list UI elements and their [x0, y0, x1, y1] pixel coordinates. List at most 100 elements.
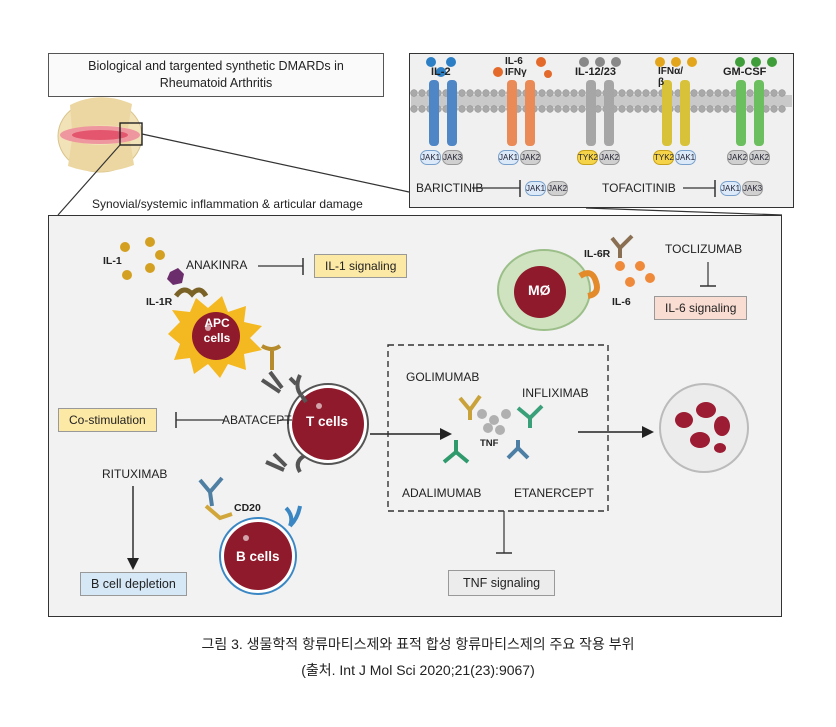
- lipid-head: [746, 89, 754, 97]
- il6-label: IL-6: [612, 296, 631, 308]
- lipid-head: [578, 89, 586, 97]
- damaged-cell: [659, 383, 749, 473]
- lipid-head: [618, 89, 626, 97]
- jak-badge: JAK2: [599, 150, 620, 165]
- lipid-head: [410, 89, 418, 97]
- infliximab-antibody: [516, 404, 544, 428]
- lipid-head: [418, 89, 426, 97]
- il1-label: IL-1: [103, 255, 122, 267]
- jak-badge: JAK3: [442, 150, 463, 165]
- cd20-receptor: [204, 504, 233, 521]
- lipid-head: [482, 89, 490, 97]
- lipid-head: [490, 89, 498, 97]
- b-cells-label: B cells: [236, 549, 280, 564]
- lipid-head: [466, 89, 474, 97]
- lipid-head: [722, 105, 730, 113]
- apc-cell: [168, 296, 262, 378]
- adalimumab-label: ADALIMUMAB: [402, 486, 482, 500]
- lipid-head: [570, 89, 578, 97]
- adalimumab-antibody: [442, 440, 470, 464]
- lipid-head: [634, 105, 642, 113]
- macrophage-label: MØ: [528, 282, 551, 298]
- lipid-head: [690, 105, 698, 113]
- baricitinib-label: BARICTINIB: [416, 181, 484, 195]
- lipid-head: [562, 89, 570, 97]
- lipid-head: [418, 105, 426, 113]
- t-cells-label: T cells: [306, 414, 349, 429]
- jak-badge: TYK2: [577, 150, 598, 165]
- lipid-head: [626, 89, 634, 97]
- receptor-ifna-b: [655, 57, 697, 146]
- lipid-head: [562, 105, 570, 113]
- lipid-head: [642, 89, 650, 97]
- jak-badge: JAK2: [727, 150, 748, 165]
- lipid-head: [770, 105, 778, 113]
- tnf-molecules: [477, 409, 511, 435]
- lipid-head: [490, 105, 498, 113]
- co-stimulation-box: Co-stimulation: [58, 408, 157, 432]
- lipid-head: [706, 89, 714, 97]
- jak-badge: TYK2: [653, 150, 674, 165]
- inflammation-label: Synovial/systemic inflammation & articul…: [92, 197, 363, 211]
- tnf-inhibitor-box: [387, 344, 609, 512]
- lipid-head: [482, 105, 490, 113]
- lipid-head: [618, 105, 626, 113]
- il1-molecules: [120, 237, 184, 285]
- tnf-signaling-box: TNF signaling: [448, 570, 556, 596]
- lipid-head: [578, 105, 586, 113]
- abatacept-label: ABATACEPT: [222, 413, 292, 427]
- lipid-head: [650, 89, 658, 97]
- lipid-head: [714, 89, 722, 97]
- receptor-label-gmcsf: GM-CSF: [723, 66, 767, 78]
- jak-badge: JAK3: [742, 181, 763, 196]
- receptor-label-il2: IL-2: [431, 66, 451, 78]
- il1-receptor: [173, 287, 209, 298]
- lipid-head: [554, 89, 562, 97]
- il6-signaling-box: IL-6 signaling: [654, 296, 748, 320]
- lipid-head: [698, 105, 706, 113]
- golimumab-antibody: [458, 394, 482, 420]
- lipid-head: [546, 105, 554, 113]
- zoom-line-main-right: [585, 207, 783, 216]
- lipid-head: [778, 105, 786, 113]
- tnf-label: TNF: [480, 438, 499, 449]
- lipid-head: [546, 89, 554, 97]
- receptor-il6-ifng: [493, 57, 552, 146]
- receptor-il2: [426, 57, 457, 146]
- caption-line2: (출처. Int J Mol Sci 2020;21(23):9067): [301, 662, 535, 678]
- anakinra-label: ANAKINRA: [186, 258, 248, 272]
- receptor-il12-23: [579, 57, 621, 146]
- lipid-head: [410, 105, 418, 113]
- lipid-head: [698, 89, 706, 97]
- il6-molecules: [615, 261, 655, 287]
- b-cell-depletion-box: B cell depletion: [80, 572, 187, 596]
- lipid-head: [722, 89, 730, 97]
- etanercept-antibody: [506, 440, 530, 460]
- lipid-head: [570, 105, 578, 113]
- lipid-head: [458, 105, 466, 113]
- zoom-line-main-left: [57, 144, 121, 216]
- jak-badge: JAK1: [498, 150, 519, 165]
- lipid-head: [538, 105, 546, 113]
- lipid-head: [690, 89, 698, 97]
- lipid-head: [714, 105, 722, 113]
- lipid-head: [554, 105, 562, 113]
- figure-title-line1: Biological and targented synthetic DMARD…: [88, 59, 344, 73]
- lipid-head: [706, 105, 714, 113]
- lipid-head: [746, 105, 754, 113]
- jak-badge: JAK1: [420, 150, 441, 165]
- macrophage-cell: [497, 249, 591, 331]
- rituximab-antibody: [198, 476, 224, 507]
- figure-title-line2: Rheumatoid Arthritis: [159, 76, 273, 90]
- tocilizumab-antibody: [610, 234, 634, 258]
- lipid-head: [778, 89, 786, 97]
- lipid-head: [466, 105, 474, 113]
- caption-line1: 그림 3. 생물학적 항류마티스제와 표적 합성 항류마티스제의 주요 작용 부…: [201, 636, 635, 652]
- zoom-line-receptors: [141, 133, 410, 193]
- jak-badge: JAK2: [547, 181, 568, 196]
- receptor-label-il12: IL-12/23: [575, 66, 616, 78]
- jak-badge: JAK1: [675, 150, 696, 165]
- il6-receptor: [578, 270, 600, 299]
